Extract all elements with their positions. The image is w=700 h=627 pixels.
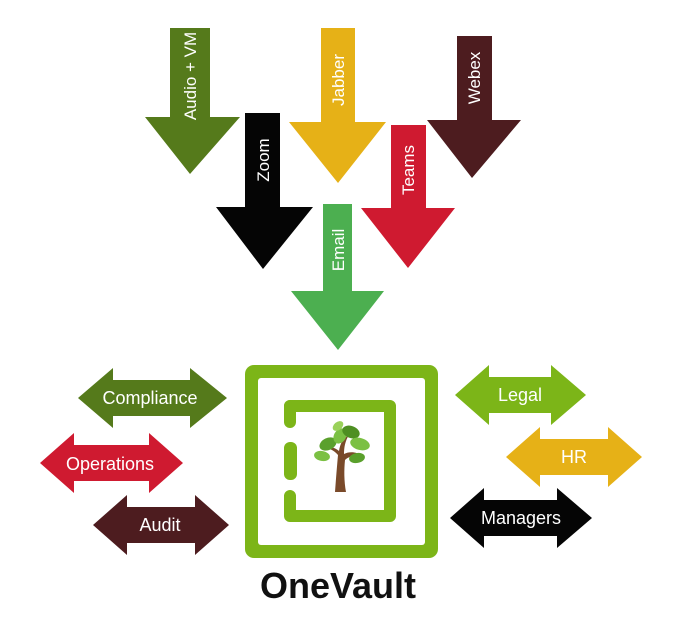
vault-icon bbox=[245, 365, 438, 558]
tree-icon bbox=[314, 421, 370, 492]
arrow-webex: Webex bbox=[427, 36, 521, 178]
arrow-email-shape bbox=[291, 204, 384, 350]
double-arrow-hr-shape bbox=[506, 427, 642, 487]
arrow-audio-vm-shape bbox=[145, 28, 240, 174]
arrow-zoom: Zoom bbox=[216, 113, 313, 269]
double-arrow-managers-shape bbox=[450, 488, 592, 548]
double-arrow-audit-shape bbox=[93, 495, 229, 555]
arrow-email-label: Email bbox=[329, 229, 348, 272]
vault-door-outline bbox=[284, 400, 396, 522]
arrow-jabber-label: Jabber bbox=[329, 54, 348, 106]
arrow-teams-label: Teams bbox=[399, 145, 418, 195]
double-arrow-compliance-shape bbox=[78, 368, 227, 428]
double-arrow-operations: Operations bbox=[40, 433, 183, 493]
double-arrow-audit: Audit bbox=[93, 495, 229, 555]
arrow-email: Email bbox=[291, 204, 384, 350]
arrow-teams: Teams bbox=[361, 125, 455, 268]
vault-name: OneVault bbox=[260, 565, 416, 606]
vault-handle bbox=[284, 442, 297, 480]
double-arrow-legal: Legal bbox=[455, 365, 586, 425]
double-arrow-hr-label: HR bbox=[561, 447, 587, 467]
double-arrow-audit-label: Audit bbox=[139, 515, 180, 535]
double-arrow-operations-label: Operations bbox=[66, 454, 154, 474]
double-arrow-managers-label: Managers bbox=[481, 508, 561, 528]
arrow-jabber: Jabber bbox=[289, 28, 386, 183]
double-arrow-compliance-label: Compliance bbox=[102, 388, 197, 408]
arrow-jabber-shape bbox=[289, 28, 386, 183]
arrow-audio-vm-label: Audio + VM bbox=[181, 32, 200, 120]
double-arrow-legal-shape bbox=[455, 365, 586, 425]
double-arrow-legal-label: Legal bbox=[498, 385, 542, 405]
double-arrow-managers: Managers bbox=[450, 488, 592, 548]
double-arrow-hr: HR bbox=[506, 427, 642, 487]
arrow-teams-shape bbox=[361, 125, 455, 268]
double-arrow-operations-shape bbox=[40, 433, 183, 493]
arrow-zoom-shape bbox=[216, 113, 313, 269]
double-arrow-compliance: Compliance bbox=[78, 368, 227, 428]
arrow-zoom-label: Zoom bbox=[254, 138, 273, 181]
arrow-audio-vm: Audio + VM bbox=[145, 28, 240, 174]
arrow-webex-shape bbox=[427, 36, 521, 178]
arrow-webex-label: Webex bbox=[465, 51, 484, 104]
